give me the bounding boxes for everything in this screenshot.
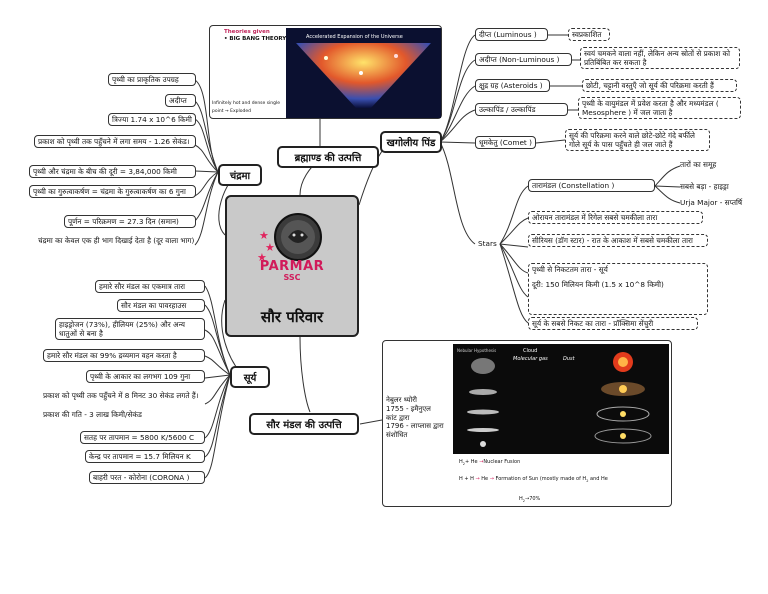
expansion-universe-image: Accelerated Expansion of the Universe (286, 28, 441, 118)
khagoliya-item: क्षुद्र ग्रह (Asteroids ) (475, 79, 550, 93)
surya-item: सौर मंडल का पावरहाउस (117, 299, 205, 313)
surya-item: सतह पर तापमान = 5800 K/5600 C (80, 431, 205, 445)
khagoliya-desc: सूर्य की परिक्रमा करने वाले छोटे-छोटे गं… (565, 129, 710, 152)
panel-label: • BIG BANG THEORY (224, 36, 287, 42)
khagoliya-item: दीप्त (Luminous ) (475, 28, 548, 42)
surya-item: प्रकाश की गति - 3 लाख किमी/सेकंड (43, 410, 142, 419)
star-icon: ★ (259, 229, 269, 242)
big-bang-panel: Theories given • BIG BANG THEORY Acceler… (209, 25, 442, 119)
star-icon: ★ (257, 251, 267, 264)
equation-1: H2+ He →Nuclear Fusion (459, 459, 521, 466)
topic-khagoliya: खगोलीय पिंड (380, 131, 442, 153)
chandrama-item: त्रिज्या 1.74 x 10^6 किमी (108, 113, 196, 127)
chandrama-item: चंद्रमा का केवल एक ही भाग दिखाई देता है … (38, 236, 195, 245)
logo-subtext: SSC (283, 273, 301, 282)
stars-item: तारामंडल (Constellation ) (528, 179, 655, 193)
stars-node: Stars (478, 239, 497, 248)
topic-saur-mandal: सौर मंडल की उत्पत्ति (249, 413, 359, 435)
stars-item: पृथ्वी से निकटतम तारा - सूर्य (532, 265, 608, 274)
surya-item: हमारे सौर मंडल का एकमात्र तारा (95, 280, 205, 294)
chandrama-item: पृथ्वी का गुरुत्वाकर्षण = चंद्रमा के गुर… (29, 185, 196, 199)
surya-item: पृथ्वी के आकार का लगभग 109 गुना (86, 370, 205, 384)
stars-item: सीरियस (डॉग स्टार) - रात के आकाश में सबस… (528, 234, 708, 248)
svg-text:Nebular Hypothesis: Nebular Hypothesis (457, 348, 496, 353)
surya-item: केन्द्र पर तापमान = 15.7 मिलियन K (85, 450, 205, 464)
surya-item: बाहरी परत - कोरोना (CORONA ) (89, 471, 205, 485)
stars-item: दूरी: 150 मिलियन किमी (1.5 x 10^8 किमी) (532, 280, 664, 290)
stars-item: सूर्य के सबसे निकट का तारा - प्रॉक्सिमा … (528, 317, 698, 331)
khagoliya-item: उल्कापिंड / उल्कापिंड (475, 103, 568, 117)
chandrama-item: पृथ्वी और चंद्रमा के बीच की दूरी = 3,84,… (29, 165, 196, 179)
chandrama-item: प्रकाश को पृथ्वी तक पहुँचने में लगा समय … (34, 135, 196, 149)
svg-text:Cloud: Cloud (523, 348, 537, 354)
constellation-item: सबसे बड़ा - हाइड्रा (680, 182, 729, 191)
chandrama-item: पृथ्वी का प्राकृतिक उपग्रह (108, 73, 196, 87)
khagoliya-item: अदीप्त (Non-Luminous ) (475, 53, 572, 67)
center-node: ★ ★ ★ PARMAR SSC सौर परिवार (225, 195, 359, 337)
svg-text:Molecular gas: Molecular gas (513, 356, 548, 362)
khagoliya-desc: छोटी, चट्टानी वस्तुएँ जो सूर्य की परिक्र… (582, 79, 737, 93)
surya-item: हाइड्रोजन (73%), हीलियम (25%) और अन्य धा… (55, 318, 205, 341)
svg-text:Dust: Dust (563, 356, 576, 362)
chandrama-item: पूर्णन = परिक्रमण = 27.3 दिन (समान) (64, 215, 196, 229)
equation-2: H + H → He → Formation of Sun (mostly ma… (459, 476, 608, 483)
khagoliya-desc: स्वप्रकाशित (568, 28, 610, 42)
nebular-panel: नेबुलर थ्योरी 1755 - इमैनुएल कांट द्वारा… (382, 340, 672, 507)
central-title: सौर परिवार (260, 308, 324, 326)
topic-chandrama: चंद्रमा (218, 164, 262, 186)
logo-text: PARMAR (259, 259, 325, 274)
constellation-item: Urja Major - सप्तर्षि (680, 198, 743, 207)
nebular-hypothesis-image: Nebular Hypothesis Cloud Molecular gas D… (453, 344, 669, 454)
chandrama-item: अदीप्त (165, 94, 196, 108)
surya-item: हमारे सौर मंडल का 99% द्रव्यमान वहन करता… (43, 349, 205, 363)
panel-label: Theories given (224, 29, 270, 35)
stars-item: ओरायन तारामंडल में रिगेल सबसे चमकीला तार… (528, 211, 703, 225)
panel-note: Infinitely hot and dense single (212, 101, 281, 106)
panel-note: point → Exploded (212, 109, 251, 114)
topic-surya: सूर्य (230, 366, 270, 388)
nebular-text: नेबुलर थ्योरी 1755 - इमैनुएल कांट द्वारा… (386, 396, 444, 439)
khagoliya-desc: पृथ्वी के वायुमंडल में प्रवेश करता है और… (578, 97, 741, 120)
stars-item-group: पृथ्वी से निकटतम तारा - सूर्य दूरी: 150 … (528, 263, 708, 315)
khagoliya-desc: स्वयं चमकने वाला नहीं, लेकिन अन्य स्रोतो… (580, 47, 740, 70)
equation-3: H2→70% (519, 496, 541, 503)
constellation-item: तारों का समूह (680, 160, 717, 169)
surya-item: प्रकाश को पृथ्वी तक पहुँचने में 8 मिनट 3… (43, 391, 199, 400)
panel-heading: Accelerated Expansion of the Universe (306, 34, 403, 40)
lion-logo-icon (274, 213, 322, 261)
khagoliya-item: धूमकेतु (Comet ) (475, 136, 536, 150)
topic-brahmand: ब्रह्माण्ड की उत्पत्ति (277, 146, 379, 168)
star-icon: ★ (265, 241, 275, 254)
